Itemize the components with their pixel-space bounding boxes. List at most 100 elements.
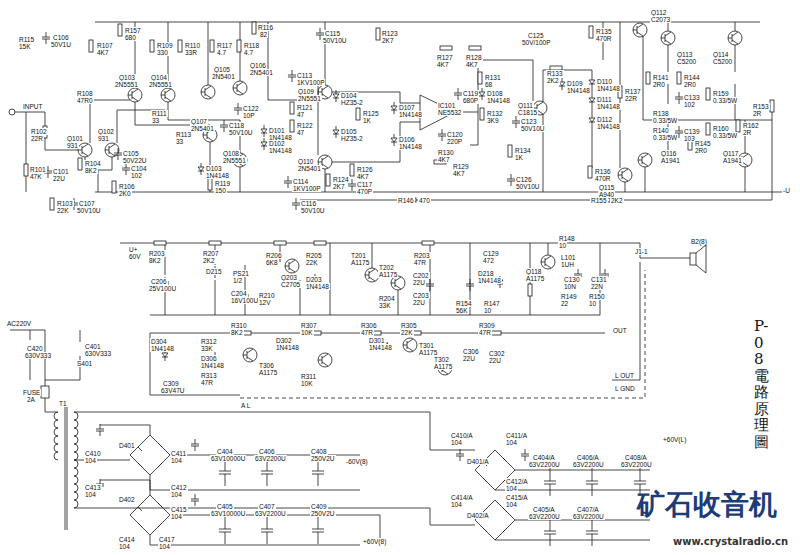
amplifier-parts [376,28,380,40]
part-label: Q113 [676,51,693,58]
part-label: 10K [300,380,314,387]
part-label: R119 [214,180,231,187]
part-label: 1K [362,117,372,124]
part-label: A1941 [722,157,743,164]
part-label: R162 [742,122,760,129]
power-supply-wiring [41,386,49,398]
part-label: 50V10U [515,183,541,190]
part-label: D107 [398,104,416,111]
part-label: R154 [455,300,473,307]
part-label: Q106 [249,62,267,69]
part-label: D110 [596,78,613,85]
part-label: C408 [310,448,328,455]
amplifier-parts [290,102,294,114]
part-label: Q118 [525,268,542,275]
part-label: 1N4148 [368,344,393,351]
amplifier-parts [24,22,774,210]
power-supply-wiring [130,435,170,475]
part-label: HZ35-2 [340,99,364,106]
part-label: L101 [560,254,576,261]
part-label: 104 [450,439,463,446]
part-label: 10P [242,112,256,119]
amplifier-parts [736,120,740,132]
part-label: 8K2 [148,257,162,264]
protection-wiring [391,276,405,290]
part-label: D304 [150,338,168,345]
part-label: D103 [205,165,223,172]
part-label: 1N4148 [200,362,225,369]
part-label: R110 [184,42,201,49]
part-label: C411/A [505,432,528,439]
part-label: D203 [305,276,323,283]
part-label: C105 [122,150,140,157]
protection-wiring [150,333,240,395]
protection-wiring [612,262,640,380]
part-label: 680P [462,97,479,104]
part-label: 63V2200U [620,461,653,468]
part-label: 4.7 [216,49,227,56]
part-label: D402/A [466,512,490,519]
part-label: 102 [683,101,696,108]
part-label: 63V2200U [572,461,605,468]
part-label: C202 [412,272,430,279]
amplifier-parts [114,148,122,160]
protection-wiring [365,268,379,282]
power-supply-wiring [54,412,58,460]
part-label: 47 [296,111,305,118]
part-label: D306 [200,355,218,362]
part-label: 47R [413,259,427,266]
watermark: 矿石收音机 [636,490,778,521]
power-supply-wiring [521,449,529,461]
part-label: R309 [478,322,496,329]
amplifier-parts [469,46,481,50]
part-label: 22U [52,175,66,182]
part-label: D105 [340,128,358,135]
part-label: 22R [624,95,638,102]
part-label: C415/A [505,494,529,501]
amplifier-parts [633,23,647,37]
part-label: C113 [296,72,313,79]
part-label: R131 [484,74,502,81]
protection-wiring [466,279,474,291]
part-label: 470P [356,188,373,195]
part-label: R135 [595,28,613,35]
part-label: C414 [118,536,136,543]
part-label: C120 [446,131,464,138]
part-label: 50V/100P [521,39,552,46]
part-label: R103 [56,200,74,207]
part-label: C122 [242,105,260,112]
part-label: 150 [214,187,227,194]
part-label: 931 [97,135,110,142]
amplifier-parts [150,40,154,52]
part-label: R113 [175,131,192,138]
part-label: D109 [566,80,584,87]
part-label: R133 [546,70,564,77]
part-label: 22U [412,279,426,286]
amplifier-parts [50,198,54,210]
part-label: D215 [205,268,223,275]
amplifier-parts [478,72,482,84]
part-label: T301 [418,342,435,349]
part-label: C401 [84,343,102,350]
part-label: R311 [300,373,317,380]
part-label: 60V [128,253,142,260]
amplifier-wiring [592,88,593,168]
part-label: 104 [450,501,463,508]
part-label: R121 [296,104,314,111]
part-label: 1K [514,154,524,161]
part-label: 2R [742,129,752,136]
amplifier-wiring [15,112,78,150]
part-label: D401/A [466,458,490,465]
part-label: 63V10000U [210,510,246,517]
part-label: 6K8 [265,259,279,266]
part-label: R125 [362,110,380,117]
part-label: 8K2 [230,329,244,336]
part-label: R204 [378,295,396,302]
part-label: +60V(L) [662,436,687,443]
part-label: 50V1U [50,41,72,48]
part-label: Q103 [118,74,136,81]
part-label: C406/A [576,454,600,461]
part-label: 630V333 [24,352,52,359]
part-label: C123 [520,118,538,125]
part-label: C5200 [712,58,733,65]
